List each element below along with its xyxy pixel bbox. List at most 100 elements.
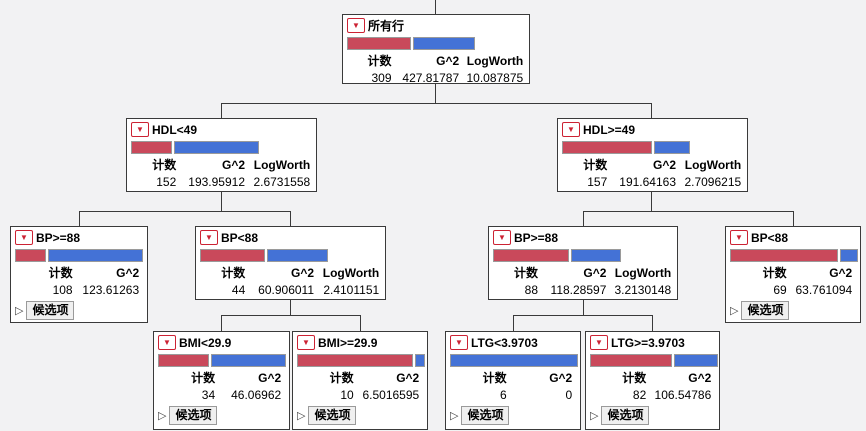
red-triangle-icon: ▼: [205, 232, 213, 242]
g2-header: G^2: [396, 370, 420, 385]
connector-line: [221, 315, 222, 331]
split-proportion-bar: [131, 141, 259, 154]
candidates-row: ▷ 候选项: [158, 406, 285, 425]
node-header: ▼ 所有行: [347, 17, 525, 34]
g2-value: 118.28597: [550, 282, 607, 297]
disclosure-triangle-icon[interactable]: ▷: [158, 410, 167, 422]
connector-line: [435, 0, 436, 14]
tree-node-ltg-ge-3-9703: ▼ LTG>=3.9703 计数 G^2 82 106.54786 ▷ 候选项: [585, 331, 720, 430]
red-triangle-icon: ▼: [735, 232, 743, 242]
red-triangle-menu-button[interactable]: ▼: [131, 122, 149, 137]
disclosure-triangle-icon[interactable]: ▷: [450, 410, 459, 422]
blue-bar-segment: [673, 354, 718, 367]
red-bar-segment: [562, 141, 652, 154]
connector-line: [360, 315, 361, 331]
tree-node-hdl-lt-49: ▼ HDL<49 计数 G^2 LogWorth 152 193.95912 2…: [126, 118, 317, 192]
node-stats: 计数 G^2 108 123.61263: [15, 264, 143, 298]
split-proportion-bar: [347, 37, 475, 50]
candidates-button[interactable]: 候选项: [26, 301, 75, 320]
g2-value: 191.64163: [619, 174, 677, 189]
node-header: ▼ BP>=88: [493, 229, 673, 246]
node-stats: 计数 G^2 LogWorth 44 60.906011 2.4101151: [200, 264, 381, 298]
node-title: BMI>=29.9: [318, 335, 378, 350]
g2-header: G^2: [258, 370, 282, 385]
red-triangle-menu-button[interactable]: ▼: [15, 230, 33, 245]
connector-line: [435, 84, 436, 103]
count-value: 108: [52, 282, 73, 297]
red-triangle-menu-button[interactable]: ▼: [590, 335, 608, 350]
node-header: ▼ BP>=88: [15, 229, 143, 246]
count-value: 10: [340, 387, 354, 402]
g2-value: 6.5016595: [362, 387, 420, 402]
blue-bar-segment: [653, 141, 690, 154]
g2-value: 193.95912: [188, 174, 246, 189]
node-stats: 计数 G^2 10 6.5016595: [297, 369, 423, 403]
node-title: BP<88: [221, 230, 259, 245]
red-triangle-menu-button[interactable]: ▼: [200, 230, 218, 245]
g2-value: 123.61263: [82, 282, 140, 297]
red-triangle-menu-button[interactable]: ▼: [493, 230, 511, 245]
tree-node-bp-ge-88-right: ▼ BP>=88 计数 G^2 LogWorth 88 118.28597 3.…: [488, 226, 678, 300]
g2-value: 60.906011: [258, 282, 315, 297]
red-triangle-menu-button[interactable]: ▼: [347, 18, 365, 33]
connector-line: [513, 315, 514, 331]
connector-line: [221, 103, 652, 104]
red-triangle-icon: ▼: [567, 124, 575, 134]
disclosure-triangle-icon[interactable]: ▷: [297, 410, 306, 422]
tree-node-bmi-ge-29-9: ▼ BMI>=29.9 计数 G^2 10 6.5016595 ▷ 候选项: [292, 331, 428, 430]
red-triangle-menu-button[interactable]: ▼: [730, 230, 748, 245]
connector-line: [583, 211, 794, 212]
candidates-button[interactable]: 候选项: [461, 406, 510, 425]
red-triangle-menu-button[interactable]: ▼: [562, 122, 580, 137]
logworth-header: LogWorth: [466, 53, 524, 68]
connector-line: [221, 315, 361, 316]
connector-line: [221, 103, 222, 118]
count-header: 计数: [48, 266, 73, 280]
candidates-button[interactable]: 候选项: [741, 301, 790, 320]
logworth-value: 2.7096215: [684, 174, 742, 189]
logworth-header: LogWorth: [614, 265, 672, 280]
g2-header: G^2: [222, 157, 246, 172]
red-triangle-menu-button[interactable]: ▼: [297, 335, 315, 350]
candidates-button[interactable]: 候选项: [169, 406, 218, 425]
node-title: LTG>=3.9703: [611, 335, 685, 350]
candidates-button[interactable]: 候选项: [308, 406, 357, 425]
split-proportion-bar: [15, 249, 143, 262]
tree-node-bp-ge-88-left: ▼ BP>=88 计数 G^2 108 123.61263 ▷ 候选项: [10, 226, 148, 323]
candidates-row: ▷ 候选项: [730, 301, 856, 320]
count-header: 计数: [513, 266, 538, 280]
split-proportion-bar: [730, 249, 858, 262]
blue-bar-segment: [211, 354, 286, 367]
candidates-button[interactable]: 候选项: [601, 406, 650, 425]
red-triangle-icon: ▼: [163, 337, 171, 347]
count-value: 69: [773, 282, 787, 297]
disclosure-triangle-icon[interactable]: ▷: [15, 305, 24, 317]
disclosure-triangle-icon[interactable]: ▷: [730, 305, 739, 317]
connector-line: [79, 211, 291, 212]
count-value: 157: [587, 174, 608, 189]
blue-bar-segment: [570, 249, 621, 262]
connector-line: [513, 315, 653, 316]
node-title: BMI<29.9: [179, 335, 232, 350]
g2-value: 0: [565, 387, 573, 402]
g2-header: G^2: [829, 265, 853, 280]
red-bar-segment: [493, 249, 569, 262]
red-triangle-menu-button[interactable]: ▼: [450, 335, 468, 350]
node-header: ▼ HDL>=49: [562, 121, 743, 138]
count-header: 计数: [329, 371, 354, 385]
count-header: 计数: [482, 371, 507, 385]
split-proportion-bar: [200, 249, 328, 262]
node-stats: 计数 G^2 6 0: [450, 369, 576, 403]
node-stats: 计数 G^2 69 63.761094: [730, 264, 856, 298]
g2-value: 106.54786: [654, 387, 712, 402]
count-value: 34: [201, 387, 216, 402]
blue-bar-segment: [413, 37, 475, 50]
red-triangle-menu-button[interactable]: ▼: [158, 335, 176, 350]
red-bar-segment: [200, 249, 266, 262]
disclosure-triangle-icon[interactable]: ▷: [590, 410, 599, 422]
red-triangle-icon: ▼: [498, 232, 506, 242]
node-title: HDL>=49: [583, 122, 636, 137]
connector-line: [651, 103, 652, 118]
count-header: 计数: [152, 158, 177, 172]
